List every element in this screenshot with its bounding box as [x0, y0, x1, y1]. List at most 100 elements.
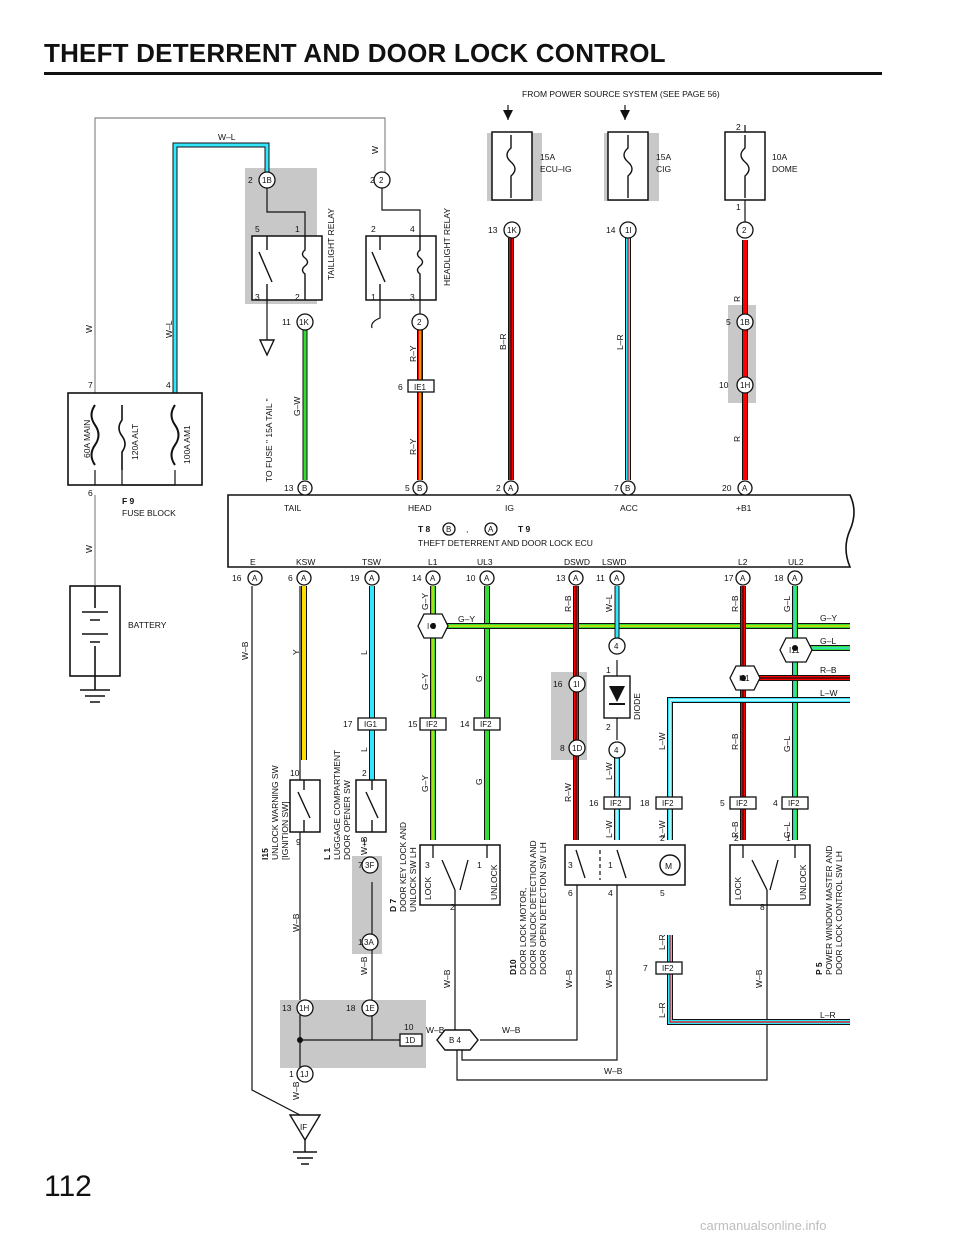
svg-text:IG1: IG1	[364, 720, 377, 729]
svg-text:G: G	[474, 675, 484, 682]
svg-text:A: A	[488, 525, 494, 534]
svg-text:A: A	[614, 574, 620, 583]
svg-text:13: 13	[282, 1003, 292, 1013]
svg-text:7: 7	[358, 860, 363, 870]
svg-text:R–B: R–B	[820, 665, 837, 675]
svg-text:HEAD: HEAD	[408, 503, 432, 513]
svg-text:120A ALT: 120A ALT	[130, 424, 140, 460]
svg-text:B: B	[446, 525, 451, 534]
svg-text:R–Y: R–Y	[408, 438, 418, 455]
svg-text:A: A	[252, 574, 258, 583]
svg-text:KSW: KSW	[296, 557, 315, 567]
svg-text:W–L: W–L	[604, 594, 614, 612]
svg-text:D 7: D 7	[388, 899, 398, 913]
svg-text:W–B: W–B	[359, 836, 369, 855]
fuse-arrows	[503, 110, 630, 120]
svg-text:L–W: L–W	[604, 821, 614, 838]
svg-text:DOOR OPENER SW: DOOR OPENER SW	[342, 780, 352, 860]
svg-text:G–Y: G–Y	[420, 775, 430, 792]
svg-text:W–B: W–B	[240, 641, 250, 660]
fuse-block-icon	[67, 392, 203, 486]
svg-text:3F: 3F	[365, 861, 374, 870]
svg-text:1E: 1E	[365, 1004, 375, 1013]
d7-switch-icon	[419, 844, 501, 906]
svg-text:W–B: W–B	[604, 1066, 623, 1076]
svg-text:4: 4	[410, 224, 415, 234]
page-title: THEFT DETERRENT AND DOOR LOCK CONTROL	[44, 38, 666, 68]
svg-text:A: A	[742, 484, 748, 493]
svg-text:W–B: W–B	[564, 969, 574, 988]
svg-text:1D: 1D	[572, 744, 582, 753]
svg-text:10: 10	[719, 380, 729, 390]
svg-text:2: 2	[417, 318, 422, 327]
svg-text:DOOR OPEN DETECTION SW LH: DOOR OPEN DETECTION SW LH	[538, 842, 548, 975]
svg-text:A: A	[369, 574, 375, 583]
p5-switch-icon	[729, 844, 811, 906]
svg-text:G: G	[474, 778, 484, 785]
diode-icon	[603, 660, 631, 740]
svg-text:R: R	[732, 296, 742, 302]
svg-text:1: 1	[289, 1069, 294, 1079]
svg-text:4: 4	[614, 746, 619, 755]
svg-text:W: W	[370, 146, 380, 154]
svg-text:IF: IF	[300, 1123, 307, 1132]
svg-text:LUGGAGE COMPARTMENT: LUGGAGE COMPARTMENT	[332, 750, 342, 860]
svg-text:3: 3	[425, 860, 430, 870]
svg-text:L–W: L–W	[657, 733, 667, 750]
svg-text:T 9: T 9	[518, 524, 531, 534]
b4-junction-icon	[436, 1029, 479, 1051]
svg-text:LSWD: LSWD	[602, 557, 627, 567]
svg-text:G–L: G–L	[782, 822, 792, 838]
thin-wires	[94, 105, 768, 1116]
svg-text:D10: D10	[508, 959, 518, 975]
svg-text:1I: 1I	[573, 680, 580, 689]
svg-text:1H: 1H	[740, 381, 750, 390]
svg-text:I 8: I 8	[427, 622, 436, 631]
svg-text:19: 19	[350, 573, 360, 583]
l1-switch-icon	[355, 779, 387, 833]
svg-text:F 9: F 9	[122, 496, 135, 506]
svg-text:1: 1	[362, 837, 367, 847]
svg-text:2: 2	[379, 176, 384, 185]
svg-text:W–B: W–B	[442, 969, 452, 988]
svg-text:18: 18	[346, 1003, 356, 1013]
svg-text:G–L: G–L	[820, 636, 836, 646]
svg-text:A: A	[301, 574, 307, 583]
svg-text:1: 1	[371, 292, 376, 302]
svg-text:100A AM1: 100A AM1	[182, 425, 192, 464]
svg-text:I11: I11	[789, 646, 800, 655]
svg-text:B 4: B 4	[449, 1036, 462, 1045]
svg-text:Y: Y	[291, 649, 301, 655]
svg-text:6: 6	[288, 573, 293, 583]
svg-text:3: 3	[568, 860, 573, 870]
svg-text:L2: L2	[738, 557, 748, 567]
svg-text:UL3: UL3	[477, 557, 493, 567]
svg-text:[IGNITION SW]: [IGNITION SW]	[280, 801, 290, 860]
svg-text:1: 1	[786, 833, 791, 843]
svg-text:5: 5	[660, 888, 665, 898]
svg-text:6: 6	[88, 488, 93, 498]
svg-text:B: B	[417, 484, 422, 493]
svg-text:ACC: ACC	[620, 503, 638, 513]
svg-text:T 8: T 8	[418, 524, 431, 534]
connector-rects	[357, 379, 809, 1047]
svg-text:2: 2	[496, 483, 501, 493]
svg-text:L–R: L–R	[820, 1010, 836, 1020]
svg-text:2: 2	[248, 175, 253, 185]
svg-text:CIG: CIG	[656, 164, 671, 174]
svg-text:1: 1	[358, 937, 363, 947]
svg-text:5: 5	[405, 483, 410, 493]
svg-text:1D: 1D	[405, 1036, 415, 1045]
svg-text:W–B: W–B	[754, 969, 764, 988]
svg-text:G–L: G–L	[782, 736, 792, 752]
svg-text:L–W: L–W	[657, 821, 667, 838]
svg-text:UL2: UL2	[788, 557, 804, 567]
svg-text:1: 1	[477, 860, 482, 870]
svg-text:5: 5	[255, 224, 260, 234]
svg-text:B–R: B–R	[498, 333, 508, 350]
svg-text:DOME: DOME	[772, 164, 798, 174]
svg-text:W–B: W–B	[359, 956, 369, 975]
svg-text:14: 14	[412, 573, 422, 583]
svg-text:1: 1	[608, 860, 613, 870]
svg-text:DOOR LOCK CONTROL SW LH: DOOR LOCK CONTROL SW LH	[834, 851, 844, 975]
